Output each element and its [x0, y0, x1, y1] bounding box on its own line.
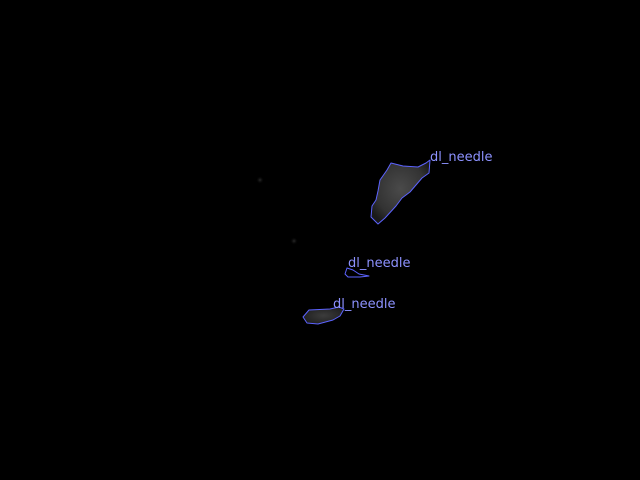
object-3-label: dl_needle	[333, 297, 395, 312]
background-speck	[290, 237, 298, 245]
object-2-label: dl_needle	[348, 256, 410, 271]
object-1-body	[371, 160, 430, 224]
object-1-label: dl_needle	[430, 150, 492, 165]
annotated-object-2[interactable]: dl_needle	[344, 256, 410, 278]
object-3-body	[303, 307, 344, 324]
annotated-object-3[interactable]: dl_needle	[302, 297, 395, 325]
background-speck	[256, 176, 264, 184]
object-1-outline	[370, 159, 431, 225]
object-3-outline	[302, 306, 345, 325]
object-2-outline	[344, 267, 370, 278]
annotated-object-1[interactable]: dl_needle	[370, 150, 492, 225]
